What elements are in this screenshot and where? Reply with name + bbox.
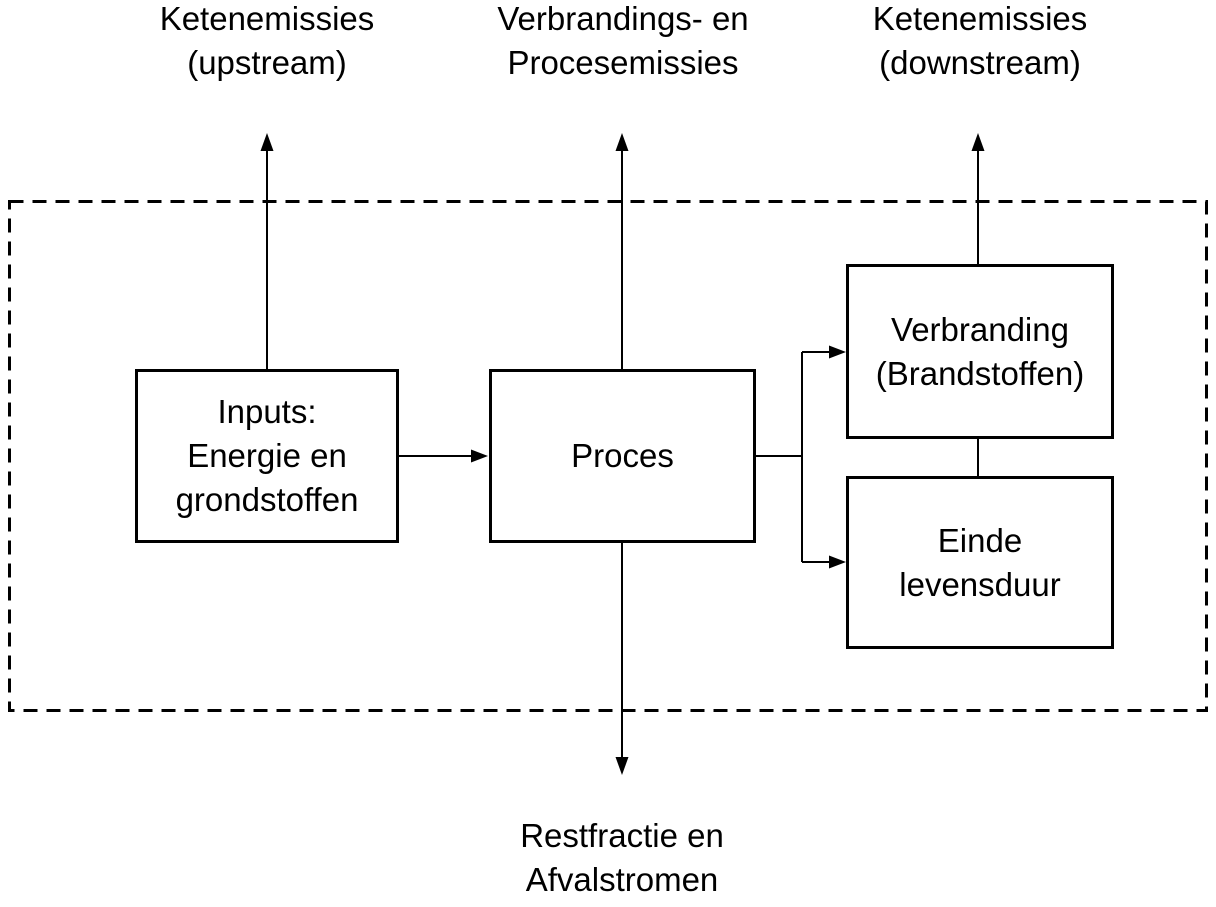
box-einde-levensduur: Einde levensduur	[846, 476, 1114, 649]
box-proces: Proces	[489, 369, 756, 543]
box-inputs: Inputs: Energie en grondstoffen	[135, 369, 399, 543]
arrowhead-up-left-icon	[260, 133, 274, 151]
box-inputs-label: Inputs: Energie en grondstoffen	[175, 393, 359, 518]
arrowhead-right-inputs-icon	[471, 449, 488, 463]
arrowhead-up-center-icon	[615, 133, 629, 151]
box-verbranding-label: Verbranding (Brandstoffen)	[875, 310, 1085, 392]
arrowhead-right-endoflife-icon	[829, 555, 846, 569]
system-boundary-dashed-border	[8, 200, 1208, 712]
arrowhead-right-combustion-icon	[829, 345, 846, 359]
box-verbranding: Verbranding (Brandstoffen)	[846, 264, 1114, 439]
label-ketenemissies-upstream: Ketenemissies (upstream)	[159, 0, 375, 81]
box-proces-label: Proces	[571, 437, 674, 474]
box-einde-levensduur-label: Einde levensduur	[899, 521, 1061, 603]
label-verbrandings-procesemissies: Verbrandings- en Procesemissies	[497, 0, 749, 81]
label-restfractie-afvalstromen: Restfractie en Afvalstromen	[520, 817, 724, 898]
arrowhead-up-right-icon	[971, 133, 985, 151]
label-ketenemissies-downstream: Ketenemissies (downstream)	[872, 0, 1088, 81]
arrowhead-down-icon	[615, 757, 629, 775]
